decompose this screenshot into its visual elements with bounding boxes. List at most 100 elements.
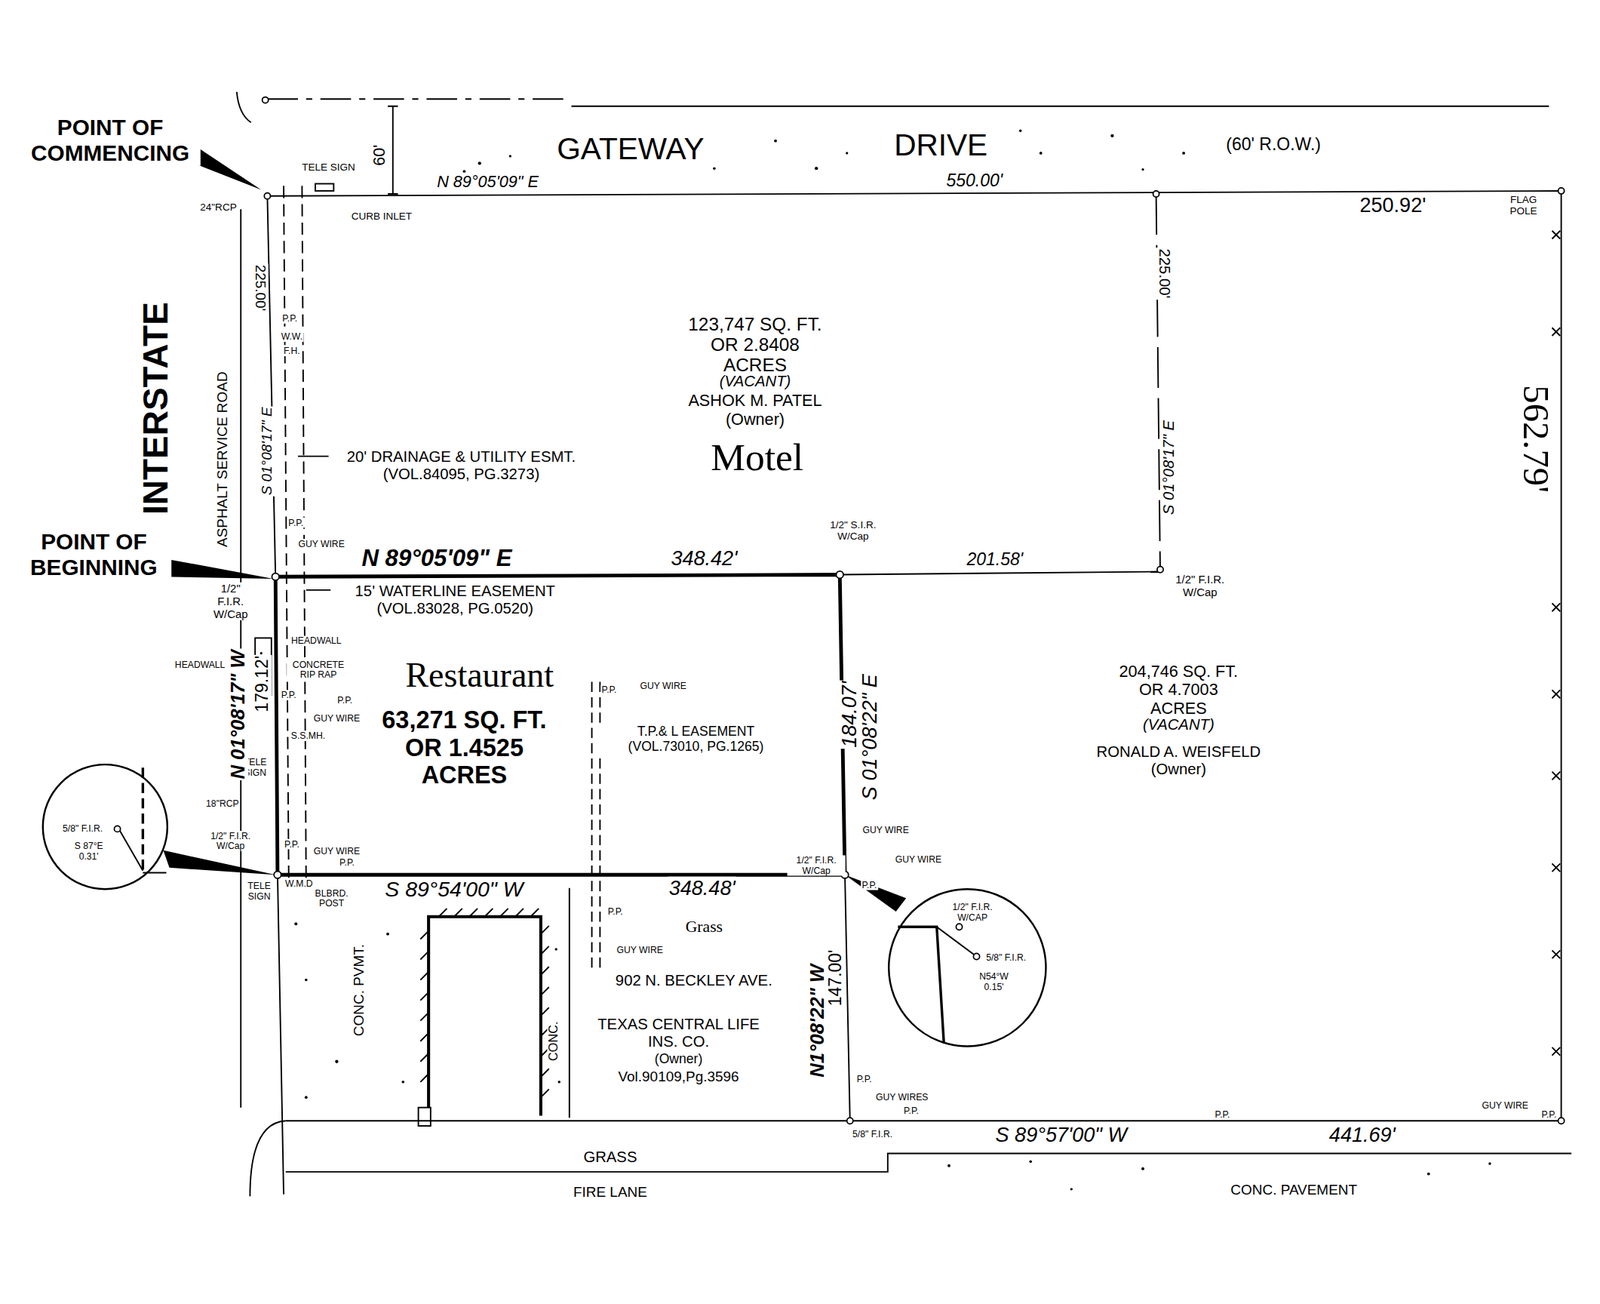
- detail-wedge: [844, 874, 906, 912]
- survey-label: P.P.: [281, 313, 299, 324]
- parcel: 204,746 SQ. FT. OR 4.7003 ACRES(VACANT)R…: [1061, 574, 1562, 1121]
- survey-label: P.P.: [336, 694, 354, 706]
- survey-label: HEADWALL: [290, 635, 343, 647]
- survey-label: GUY WIRE: [615, 945, 664, 956]
- survey-label: 147.00': [826, 948, 846, 1007]
- survey-label: 20' DRAINAGE & UTILITY ESMT. (VOL.84095,…: [332, 448, 590, 483]
- survey-label: CONC.: [546, 1019, 561, 1062]
- survey-label: POINT OF COMMENCING: [19, 115, 200, 166]
- pointer-arrow: [162, 558, 274, 579]
- road-curve: [236, 92, 252, 123]
- conc-edge: [568, 887, 571, 1118]
- survey-label: GUY WIRES: [875, 1091, 930, 1103]
- survey-label: N 89°05'09" E: [360, 544, 513, 572]
- survey-label: 179.12': [252, 654, 273, 713]
- survey-label: P.P.: [338, 856, 357, 868]
- parcel-text: Restaurant: [404, 656, 555, 696]
- survey-label: GUY WIRE: [861, 824, 910, 836]
- detail-line: [936, 926, 977, 956]
- detail-circle: 5/8" F.I.R. S 87°E 0.31': [41, 763, 169, 891]
- survey-label: Grass: [684, 917, 724, 936]
- detail-line: [141, 767, 145, 873]
- survey-label: CONC. PVMT.: [351, 942, 368, 1038]
- survey-label: GRASS: [582, 1148, 639, 1167]
- detail-line: [119, 829, 166, 873]
- dimension-line: [387, 106, 399, 194]
- survey-label: N 89°05'09" E: [436, 172, 540, 191]
- parcel-text: (VACANT): [718, 373, 792, 391]
- survey-label: N 01°08'17" W: [227, 648, 249, 781]
- survey-label: S.S.MH.: [289, 730, 326, 741]
- parcel-text: 902 N. BECKLEY AVE.: [614, 972, 774, 990]
- survey-label: POINT OF BEGINNING: [16, 530, 172, 581]
- row-line: [267, 98, 572, 100]
- survey-label: 1/2" F.I.R. W/Cap: [208, 830, 252, 851]
- parcel-text: S 87°E 0.31': [71, 841, 107, 862]
- survey-label: FLAG POLE: [1501, 193, 1545, 217]
- survey-label: P.P.: [283, 838, 301, 850]
- survey-label: DRIVE: [893, 127, 989, 162]
- survey-label: 225.00': [1155, 247, 1174, 300]
- survey-label: FIRE LANE: [572, 1183, 649, 1200]
- curb-inlet: [315, 183, 334, 191]
- survey-label: 18"RCP: [205, 798, 240, 809]
- building: [428, 916, 541, 1116]
- survey-label: 15' WATERLINE EASEMENT (VOL.83028, PG.05…: [331, 583, 579, 618]
- parcel-text: N54°W 0.15': [972, 971, 1016, 992]
- survey-label: N1°08'22" W: [806, 962, 829, 1078]
- survey-label: S 89°57'00" W: [994, 1123, 1128, 1146]
- survey-label: CURB INLET: [350, 210, 413, 222]
- survey-label: 1/2" F.I.R. W/Cap: [1163, 573, 1237, 599]
- stipple: [258, 128, 1491, 1190]
- property-line: [285, 1119, 1562, 1121]
- survey-label: 225.00': [251, 263, 268, 312]
- survey-label: INTERSTATE: [135, 300, 176, 516]
- property-line: [844, 874, 851, 1121]
- survey-label: P.P.: [855, 1073, 873, 1085]
- survey-label: 201.58': [965, 549, 1024, 569]
- survey-label: GATEWAY: [555, 132, 706, 166]
- survey-label: S 01°08'22" E: [857, 672, 881, 802]
- parcel-text: (Owner): [653, 1051, 704, 1067]
- row-line: [571, 105, 1550, 108]
- survey-label: GUY WIRE: [1480, 1099, 1530, 1111]
- survey-label: P.P.: [606, 905, 624, 917]
- survey-label: P.P.: [902, 1105, 921, 1116]
- survey-label: P.P.: [1540, 1108, 1558, 1120]
- circle-outline: [42, 764, 168, 889]
- survey-label: P.P.: [1213, 1108, 1232, 1120]
- survey-label: HEADWALL: [174, 659, 227, 670]
- survey-label: 250.92': [1358, 193, 1428, 217]
- survey-label: S 01°08'17" E: [1160, 419, 1179, 516]
- detail-wedge: [162, 850, 276, 875]
- survey-label: T.P.& L EASEMENT (VOL.73010, PG.1265): [598, 724, 795, 754]
- parcel-text: 5/8" F.I.R.: [61, 823, 105, 835]
- fence-mark: [1551, 230, 1561, 1056]
- survey-label: P.P.: [600, 684, 618, 696]
- hatch: [420, 908, 549, 1097]
- building-step: [418, 1107, 431, 1126]
- survey-label: GUY WIRE: [312, 712, 361, 724]
- survey-label: W.W.: [279, 331, 304, 343]
- parcel-text: 63,271 SQ. FT. OR 1.4525 ACRES: [366, 706, 563, 790]
- survey-label: 441.69': [1328, 1123, 1398, 1146]
- survey-label: 562.79': [1515, 383, 1558, 494]
- property-line: [839, 571, 1161, 575]
- survey-label: F.H.: [282, 346, 301, 357]
- survey-label: GUY WIRE: [638, 680, 688, 691]
- detail-circle: 1/2" F.I.R. W/CAP5/8" F.I.R.N54°W 0.15': [887, 887, 1048, 1048]
- road-curve: [249, 1120, 286, 1196]
- survey-label: BLBRD. POST: [307, 887, 357, 909]
- parcel-text: Vol.90109,Pg.3596: [617, 1068, 741, 1085]
- survey-label: S 89°54'00" W: [383, 876, 525, 901]
- survey-label: ASPHALT SERVICE ROAD: [214, 370, 231, 548]
- survey-label: 1/2" S.I.R. W/Cap: [823, 519, 882, 542]
- survey-label: (60' R.O.W.): [1225, 135, 1322, 155]
- parcel-text: 5/8" F.I.R.: [985, 952, 1028, 963]
- tract-boundary: [275, 574, 845, 876]
- survey-label: 1/2" F.I.R. W/Cap: [206, 582, 255, 621]
- parcel-text: 204,746 SQ. FT. OR 4.7003 ACRES: [1111, 662, 1247, 718]
- survey-label: CONCRETE RIP RAP: [286, 659, 351, 680]
- survey-label: 348.48': [667, 876, 737, 900]
- survey-label: 184.07': [837, 680, 860, 750]
